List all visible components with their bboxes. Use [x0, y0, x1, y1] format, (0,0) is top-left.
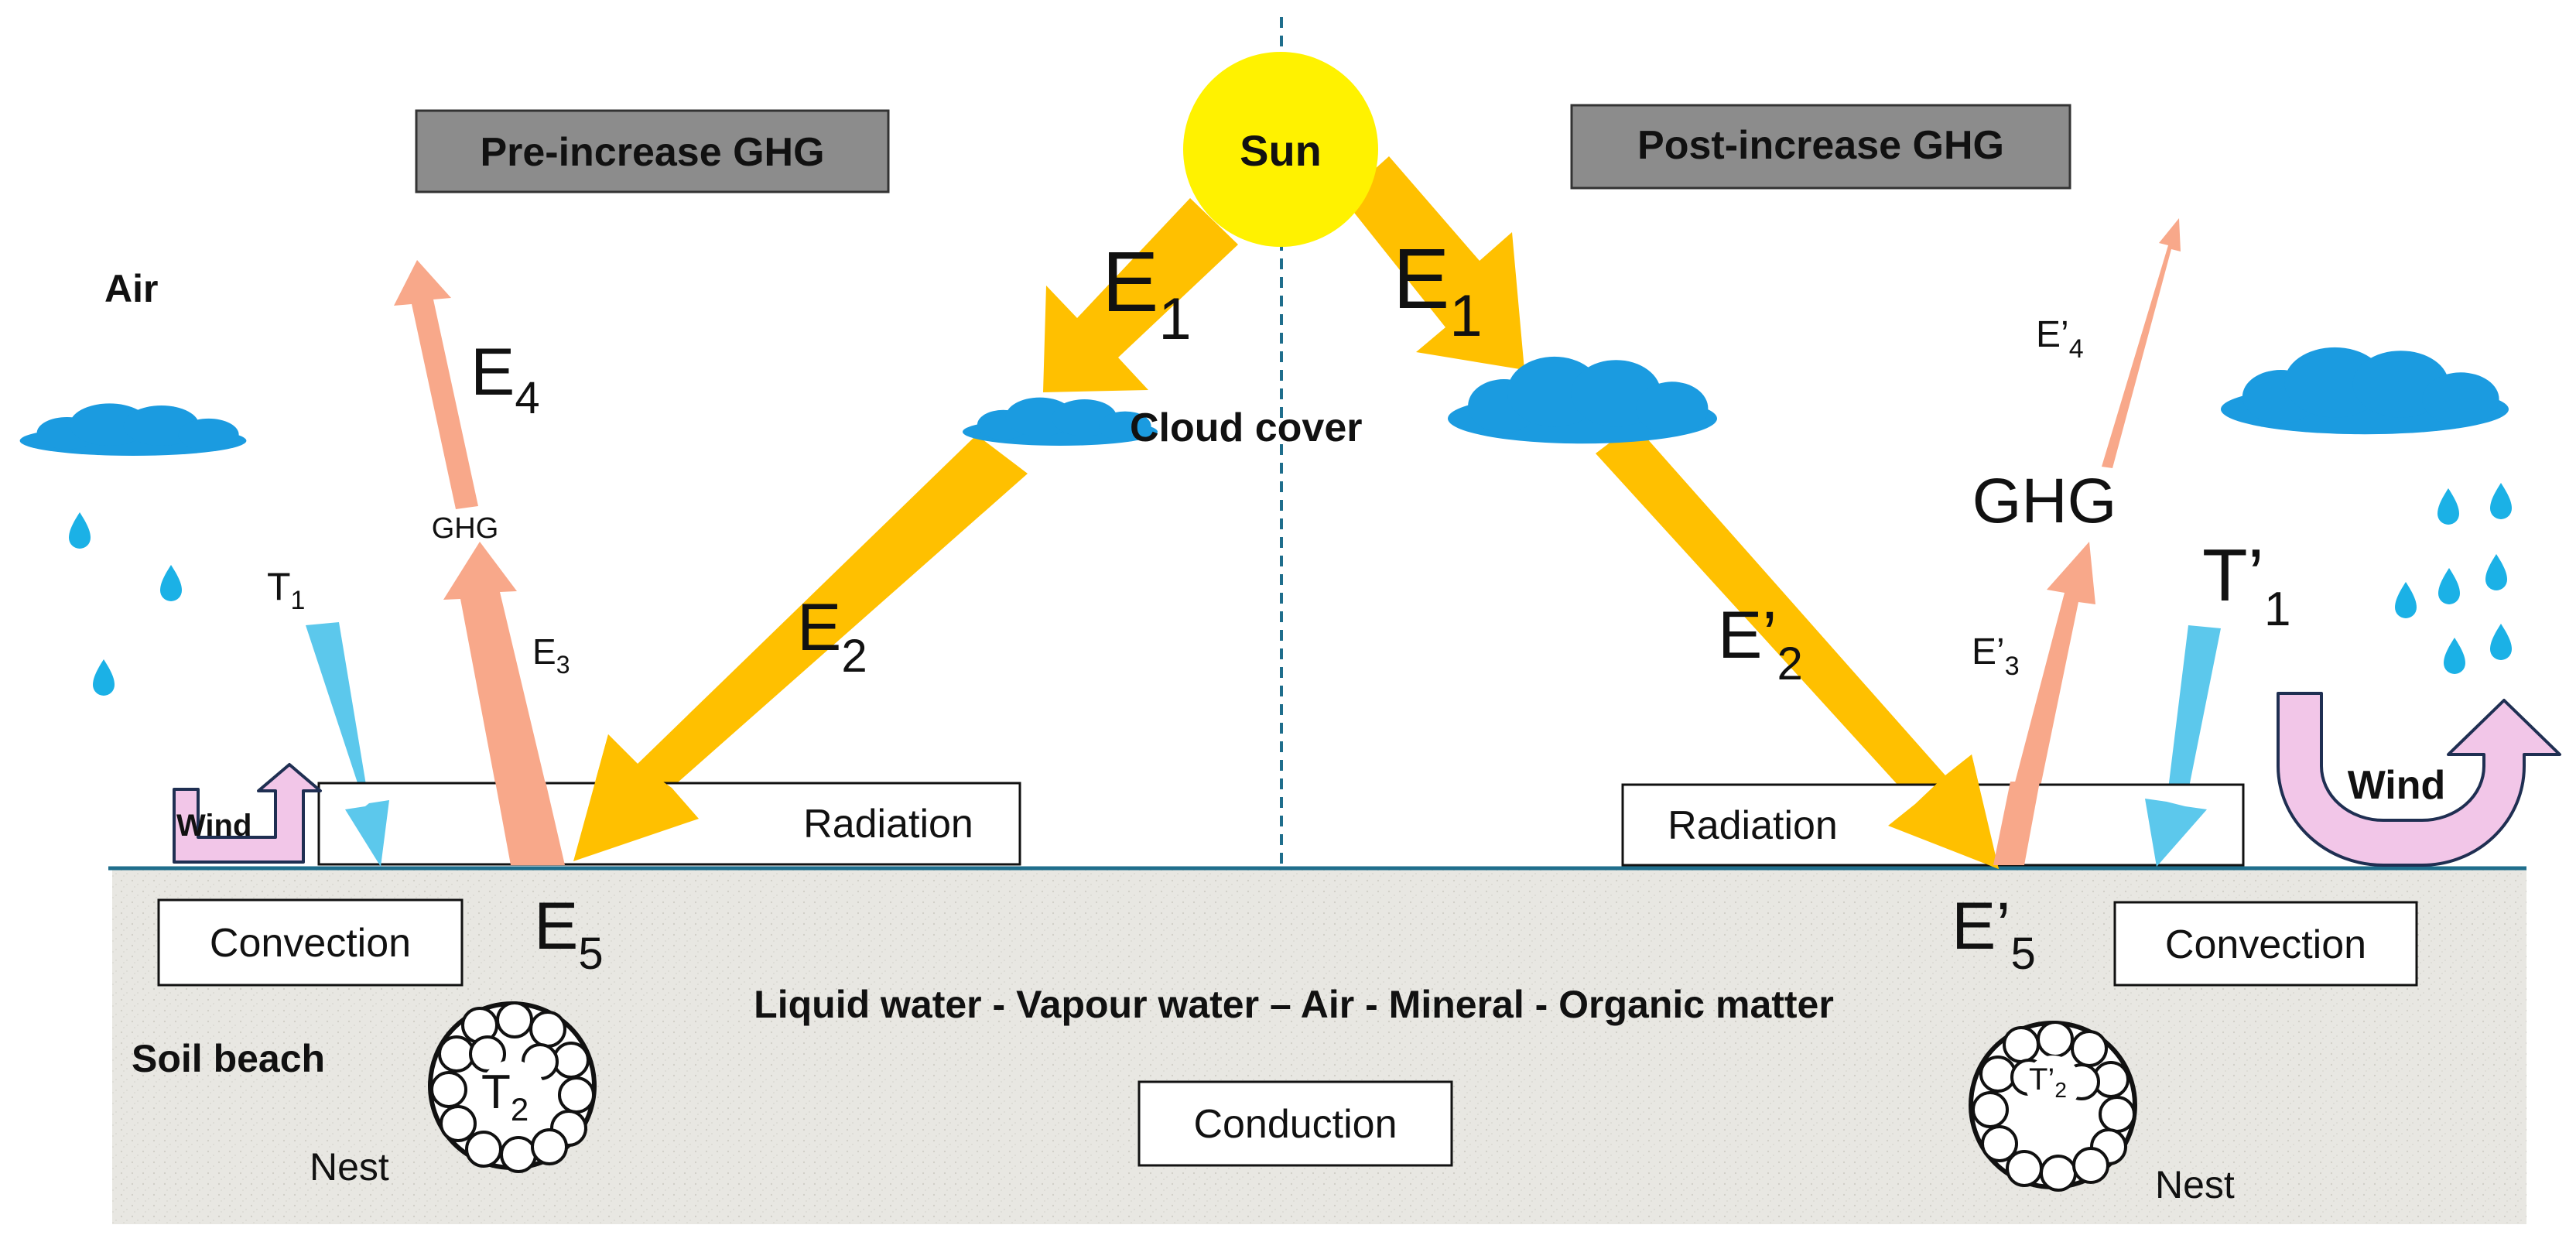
- e-prime-4-label: E’4: [2036, 314, 2084, 364]
- raindrop-icon: [93, 659, 115, 696]
- e-prime-2-label: E’2: [1718, 598, 1803, 689]
- convection-label-left: Convection: [210, 921, 411, 966]
- radiation-label-right: Radiation: [1668, 803, 1838, 848]
- raindrop-icon: [2437, 488, 2459, 525]
- convection-box-left: [157, 898, 464, 987]
- sun-icon: [1183, 52, 1378, 247]
- e4-arrow: [394, 260, 478, 509]
- cloud-cover-label: Cloud cover: [1130, 405, 1363, 450]
- conduction-box: [1137, 1080, 1453, 1167]
- e-prime-4-arrow: [2102, 218, 2181, 468]
- ghg-label-left: GHG: [432, 512, 499, 545]
- air-label: Air: [104, 267, 158, 310]
- e1-left-arrow: [1043, 198, 1238, 392]
- raindrop-icon: [2395, 582, 2417, 618]
- raindrop-icon: [2490, 624, 2512, 660]
- cloud-icon: [1448, 356, 1717, 444]
- t-prime-1-label: T’1: [2202, 534, 2290, 636]
- raindrop-icon: [2444, 638, 2465, 674]
- soil-beach-label: Soil beach: [132, 1037, 325, 1080]
- e1-right-arrow: [1343, 156, 1524, 370]
- convection-box-right: [2113, 901, 2418, 987]
- post-increase-box: [1570, 104, 2071, 190]
- e2-label: E2: [797, 590, 867, 682]
- e-prime-3-label: E’3: [1972, 631, 2020, 681]
- post-increase-label: Post-increase GHG: [1637, 123, 2004, 168]
- sun-label: Sun: [1240, 126, 1322, 175]
- raindrop-icon: [2485, 554, 2507, 590]
- cloud-icon: [2221, 347, 2509, 435]
- e-prime-3-arrow-base: [1993, 782, 2040, 865]
- pre-increase-label: Pre-increase GHG: [480, 130, 824, 175]
- wind-arrow-icon: [2277, 692, 2561, 867]
- raindrop-icon: [69, 512, 91, 549]
- conduction-label: Conduction: [1193, 1102, 1397, 1147]
- e3-label: E3: [532, 631, 570, 679]
- soil-components-label: Liquid water - Vapour water – Air - Mine…: [754, 983, 1834, 1026]
- e2-arrow-tip: [573, 734, 699, 861]
- e2-left-arrow: [573, 435, 1028, 861]
- nest-label-left: Nest: [310, 1145, 389, 1189]
- nest-label-right: Nest: [2155, 1163, 2235, 1206]
- t1-label: T1: [267, 565, 305, 615]
- cloud-icon: [19, 403, 247, 456]
- raindrop-icon: [2490, 483, 2512, 519]
- e-prime-5-label: E’5: [1952, 889, 2036, 979]
- pre-increase-box: [415, 109, 890, 193]
- convection-label-right: Convection: [2165, 922, 2366, 967]
- wind-label-left: Wind: [176, 809, 251, 843]
- nest-icon: [1969, 1021, 2137, 1192]
- e2-prime-right-arrow: [1596, 424, 1999, 869]
- nest-icon: [428, 1001, 597, 1173]
- t2-label: T2: [481, 1066, 529, 1127]
- e4-label: E4: [470, 335, 540, 423]
- e1-label-left: E1: [1102, 234, 1192, 352]
- t-prime-2-label: T’2: [2029, 1062, 2067, 1102]
- radiation-label-left: Radiation: [803, 802, 973, 847]
- e2-prime-arrow-tip: [1888, 754, 1999, 869]
- t1-arrow-tip: [345, 800, 389, 867]
- wind-arrow-icon: [173, 763, 322, 864]
- e3-arrow-base: [495, 782, 565, 865]
- t-prime-1-arrow-tip: [2145, 799, 2207, 867]
- cloud-icon: [963, 397, 1158, 446]
- e1-label-right: E1: [1393, 231, 1483, 349]
- raindrop-icon: [160, 565, 182, 601]
- wind-label-right: Wind: [2348, 763, 2446, 808]
- e5-label: E5: [534, 889, 604, 979]
- ghg-label-right: GHG: [1972, 466, 2117, 536]
- raindrop-icon: [2438, 568, 2460, 604]
